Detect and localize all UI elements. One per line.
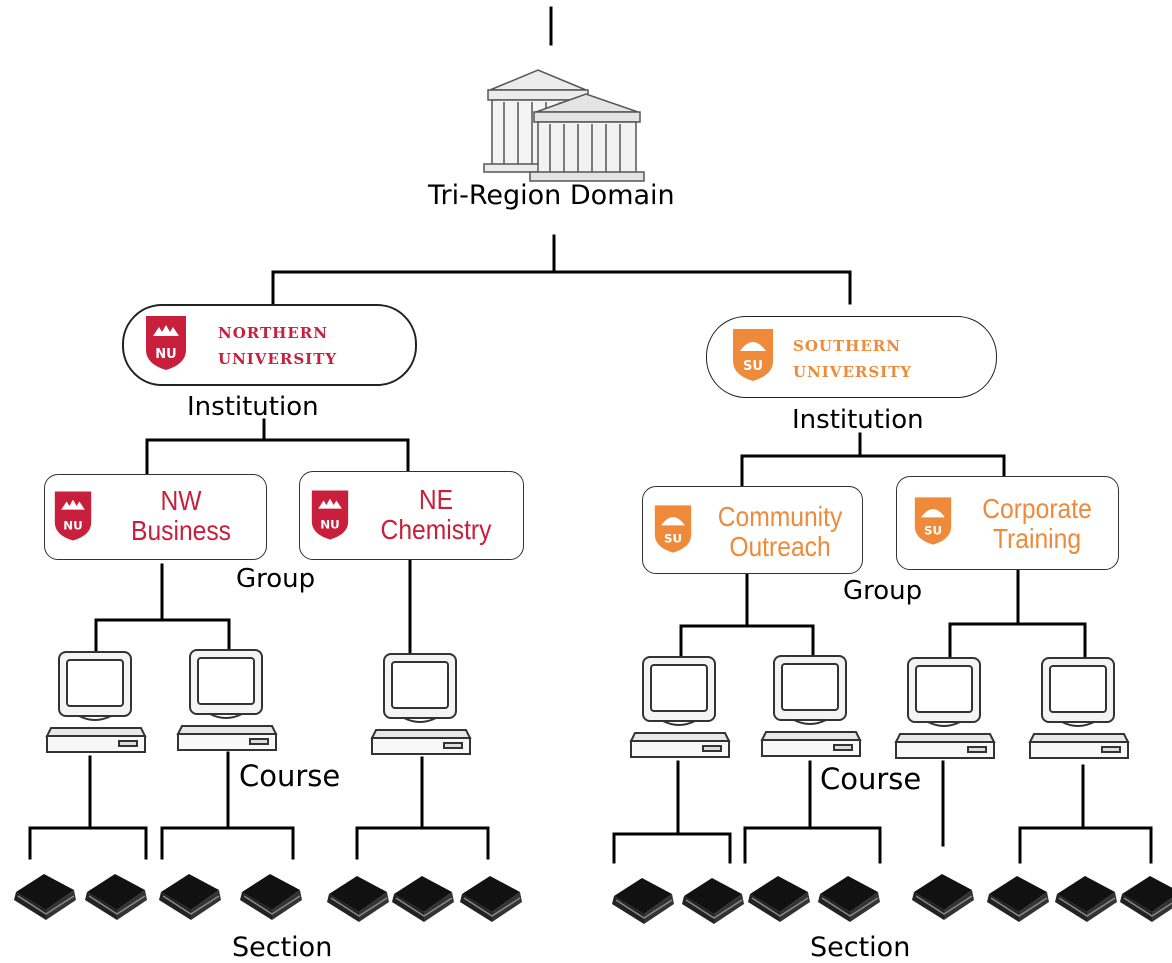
level-label-section: Section bbox=[232, 932, 333, 963]
book-icon[interactable] bbox=[985, 868, 1051, 930]
book-icon[interactable] bbox=[238, 866, 304, 928]
level-label-section: Section bbox=[810, 932, 911, 963]
book-icon[interactable] bbox=[390, 868, 456, 930]
svg-text:NU: NU bbox=[155, 347, 176, 362]
book-icon[interactable] bbox=[1118, 868, 1172, 930]
svg-text:SU: SU bbox=[664, 532, 682, 546]
computer-icon[interactable] bbox=[370, 652, 474, 762]
svg-text:NU: NU bbox=[320, 518, 339, 532]
book-icon[interactable] bbox=[157, 866, 223, 928]
book-icon[interactable] bbox=[910, 866, 976, 928]
level-label-group: Group bbox=[236, 564, 316, 594]
level-label-course: Course bbox=[820, 762, 922, 796]
book-icon[interactable] bbox=[458, 868, 524, 930]
computer-icon[interactable] bbox=[760, 654, 864, 764]
book-icon[interactable] bbox=[680, 870, 746, 932]
book-icon[interactable] bbox=[12, 866, 78, 928]
computer-icon[interactable] bbox=[45, 650, 149, 760]
computer-icon[interactable] bbox=[894, 656, 998, 766]
book-icon[interactable] bbox=[83, 866, 149, 928]
book-icon[interactable] bbox=[1053, 868, 1119, 930]
group-name-line2: Chemistry bbox=[380, 514, 492, 545]
group-name-line1: NE bbox=[418, 484, 454, 515]
level-label-institution: Institution bbox=[792, 405, 924, 435]
group-nw-business[interactable]: NU NW Business bbox=[44, 474, 267, 560]
book-icon[interactable] bbox=[816, 868, 882, 930]
group-community-outreach[interactable]: SU Community Outreach bbox=[642, 486, 863, 574]
computer-icon[interactable] bbox=[1028, 656, 1132, 766]
nu-shield-icon: NU bbox=[146, 316, 186, 370]
su-shield-icon: SU bbox=[654, 505, 692, 553]
svg-text:SU: SU bbox=[743, 359, 763, 374]
group-name-line2: Business bbox=[131, 515, 231, 546]
nu-shield-icon: NU bbox=[54, 491, 92, 541]
su-shield-icon: SU bbox=[914, 497, 952, 545]
su-shield-icon: SU bbox=[733, 329, 773, 381]
group-name-line2: Training bbox=[992, 523, 1082, 554]
group-ne-chemistry[interactable]: NU NE Chemistry bbox=[299, 471, 524, 560]
group-name-line1: NW bbox=[160, 485, 202, 516]
institution-northern-university[interactable]: NU Northern University bbox=[122, 304, 417, 386]
institution-name-line1: Southern bbox=[793, 331, 901, 356]
group-name-line2: Outreach bbox=[729, 531, 831, 562]
institution-name-line2: University bbox=[218, 344, 338, 369]
institution-name-line1: Northern bbox=[218, 318, 328, 343]
book-icon[interactable] bbox=[746, 868, 812, 930]
svg-text:NU: NU bbox=[63, 519, 82, 533]
svg-text:SU: SU bbox=[924, 524, 942, 538]
group-name-line1: Corporate bbox=[982, 493, 1092, 524]
institution-name-line2: University bbox=[793, 357, 913, 382]
group-name-line1: Community bbox=[717, 501, 843, 532]
institution-southern-university[interactable]: SU Southern University bbox=[706, 316, 997, 398]
root-label: Tri-Region Domain bbox=[428, 180, 675, 211]
nu-shield-icon: NU bbox=[311, 490, 349, 540]
book-icon[interactable] bbox=[610, 870, 676, 932]
computer-icon[interactable] bbox=[629, 655, 733, 765]
level-label-institution: Institution bbox=[187, 392, 319, 422]
level-label-group: Group bbox=[843, 576, 923, 606]
building-icon bbox=[483, 69, 645, 182]
level-label-course: Course bbox=[239, 759, 341, 793]
group-corporate-training[interactable]: SU Corporate Training bbox=[896, 476, 1119, 570]
computer-icon[interactable] bbox=[176, 648, 280, 758]
book-icon[interactable] bbox=[325, 868, 391, 930]
